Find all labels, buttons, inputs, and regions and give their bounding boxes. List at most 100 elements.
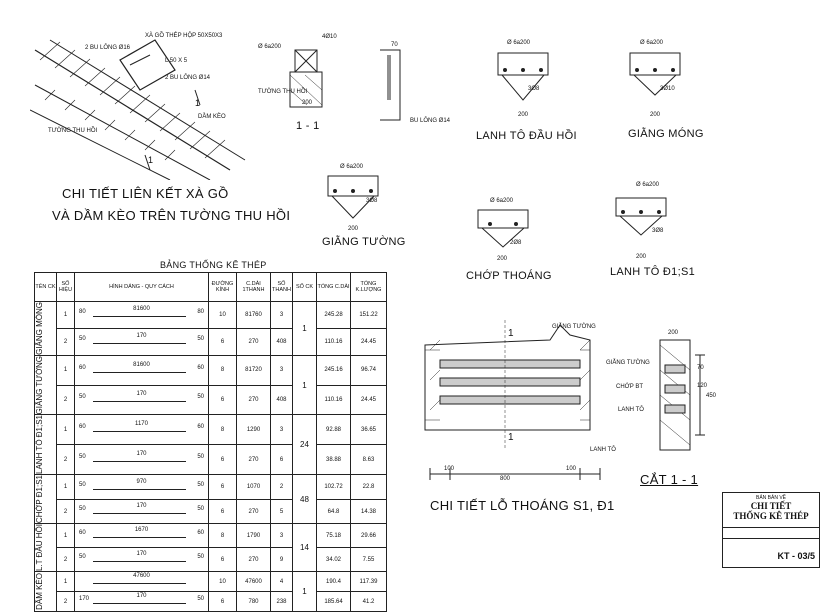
table-cell: 3 — [270, 354, 293, 386]
table-header-cell: SỐ THANH — [270, 272, 293, 302]
table-cell: 8 — [208, 354, 237, 386]
cut-11-title: CẮT 1 - 1 — [640, 472, 699, 487]
table-cell: 270 — [236, 384, 271, 416]
group-name: CHỚP Đ1;S1 — [35, 475, 44, 524]
table-cell: 5 — [270, 498, 293, 525]
foundation-beam-dim: 200 — [650, 112, 661, 118]
table-cell: 64.8 — [316, 498, 351, 525]
table-cell: 24 — [292, 414, 317, 476]
table-cell: 780 — [236, 591, 271, 612]
rafter-label: DẦM KÈO — [198, 114, 226, 120]
table-cell: 2 — [56, 384, 75, 416]
bar-length: 170 — [136, 333, 147, 340]
table-cell: 1 — [292, 354, 317, 416]
table-cell: 151.22 — [350, 301, 387, 329]
table-cell: 408 — [270, 327, 293, 356]
bar-hook-right: 50 — [197, 336, 204, 343]
bar-line — [93, 401, 186, 403]
bar-length: 47600 — [133, 573, 150, 580]
table-cell: 270 — [236, 547, 271, 573]
column-bolt-drawing — [380, 49, 401, 121]
lintel-d1s1-title: LANH TÔ Đ1;S1 — [610, 266, 696, 278]
table-cell: 3 — [270, 523, 293, 549]
table-cell: 10 — [208, 301, 237, 329]
table-cell: 24.45 — [350, 327, 387, 356]
vent-top-bar: 2Ø8 — [510, 240, 522, 246]
bar-length: 170 — [136, 593, 147, 600]
table-cell: L.T ĐẦU HỒI — [34, 523, 57, 573]
table-cell: 1 — [56, 354, 75, 386]
vent-dim-line — [429, 468, 601, 480]
vent-dim-100a: 100 — [444, 466, 455, 472]
bar-hook-right: 50 — [197, 454, 204, 461]
table-cell: 270 — [236, 498, 271, 525]
cut-side-1: 120 — [697, 383, 708, 389]
bar-line — [93, 488, 186, 490]
table-cell: 238 — [270, 591, 293, 612]
bar-hook-left: 50 — [79, 554, 86, 561]
table-header-cell: SỐ HIỆU — [56, 272, 75, 302]
bar-length: 81600 — [133, 361, 150, 368]
foundation-beam-stirrup: Ø 6a200 — [640, 40, 664, 46]
group-name: DẦM KÈO — [35, 573, 44, 611]
table-cell: 14 — [292, 523, 317, 573]
table-cell: 1 — [56, 414, 75, 446]
cut-vent-bt: CHỚP BT — [616, 384, 644, 390]
bolt14-label: 2 BU LÔNG Ø14 — [165, 75, 211, 81]
lintel-d1s1-bar: 3Ø8 — [652, 228, 664, 234]
table-cell: 2 — [56, 591, 75, 612]
table-cell: 6 — [208, 327, 237, 356]
table-header-cell: SỐ CK — [292, 272, 317, 302]
table-cell: CHỚP Đ1;S1 — [34, 474, 57, 525]
bar-hook-left: 50 — [79, 336, 86, 343]
group-name: LANH TÔ Đ1;S1 — [35, 415, 44, 475]
table-cell: 185.64 — [316, 591, 351, 612]
cut-side-2: 450 — [706, 393, 717, 399]
bar-hook-right: 60 — [197, 424, 204, 431]
foundation-beam-bar: 3Ø10 — [660, 86, 675, 92]
bar-line — [93, 513, 186, 515]
lintel-d1s1-drawing — [615, 197, 667, 236]
table-cell: 75.18 — [316, 523, 351, 549]
table-cell: 245.16 — [316, 354, 351, 386]
vent-dim-800: 800 — [500, 476, 511, 482]
purlin-connection-drawing — [30, 39, 246, 180]
vent-detail-title: CHI TIẾT LỖ THOÁNG S1, Đ1 — [430, 498, 615, 513]
col-dim70: 70 — [391, 42, 398, 48]
table-cell: 50 170 50 — [74, 327, 209, 356]
table-cell: 9 — [270, 547, 293, 573]
vent-wall-beam: GIẰNG TƯỜNG — [552, 324, 596, 330]
purlin-label: XÀ GỒ THÉP HỘP 50X50X3 — [145, 33, 223, 39]
lintel-gable-stirrup: Ø 6a200 — [507, 40, 531, 46]
vent-dim-100b: 100 — [566, 466, 577, 472]
table-header-cell: HÌNH DÁNG - QUY CÁCH — [74, 272, 209, 302]
group-name: GIẰNG TƯỜNG — [35, 355, 44, 415]
table-cell: 22.8 — [350, 474, 387, 500]
table-cell: 24.45 — [350, 384, 387, 416]
table-cell: 2 — [56, 327, 75, 356]
table-cell: 8 — [208, 414, 237, 446]
bar-hook-right: 50 — [197, 481, 204, 488]
section-11-title: 1 - 1 — [296, 120, 320, 132]
cut-dim-200: 200 — [668, 330, 679, 336]
table-cell: 1 — [56, 301, 75, 329]
group-name: GIẰNG MÓNG — [35, 302, 44, 355]
table-header-cell: TÊN CK — [34, 272, 57, 302]
table-cell: 48 — [292, 474, 317, 525]
table-cell: 6 — [208, 444, 237, 476]
wall-beam-drawing — [327, 175, 379, 219]
lintel-d1s1-dim: 200 — [636, 254, 647, 260]
table-cell: DẦM KÈO — [34, 571, 57, 612]
bar-hook-left: 60 — [79, 364, 86, 371]
table-cell: 110.16 — [316, 384, 351, 416]
